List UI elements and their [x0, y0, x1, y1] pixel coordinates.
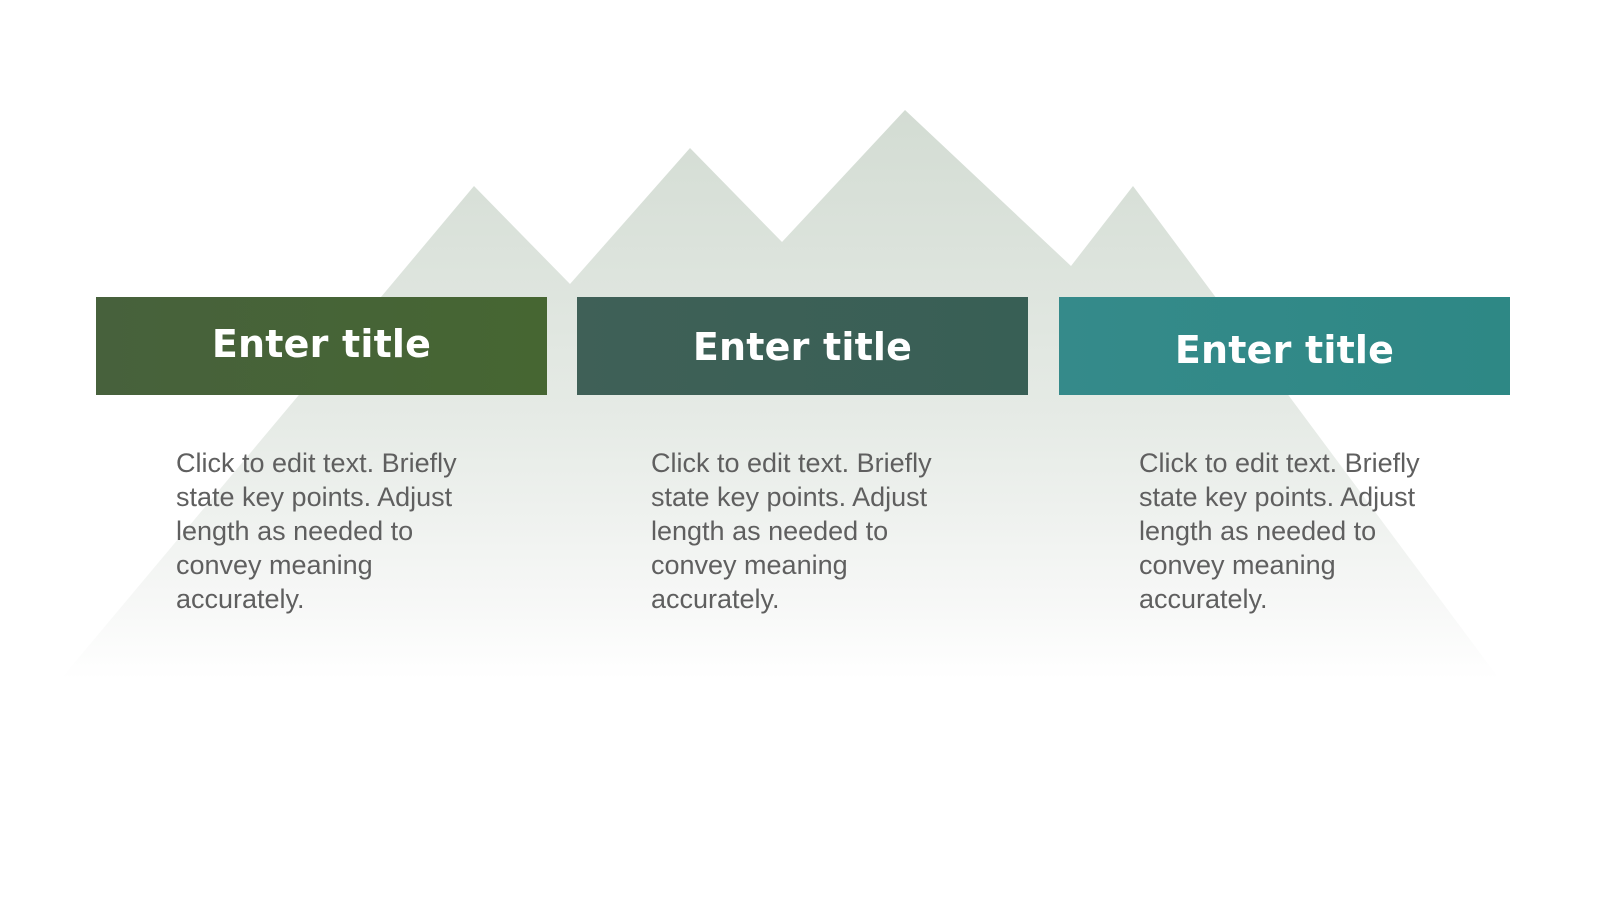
panel-2-body-text[interactable]: Click to edit text. Briefly state key po…	[651, 448, 932, 614]
mountain-silhouette	[60, 110, 1500, 680]
panel-1-title-bar[interactable]: Enter title	[96, 297, 547, 395]
panel-3-title-bar[interactable]: Enter title	[1059, 297, 1510, 395]
panel-1-body-text[interactable]: Click to edit text. Briefly state key po…	[176, 448, 457, 614]
panel-2-title-bar[interactable]: Enter title	[577, 297, 1028, 395]
panel-3-body-text[interactable]: Click to edit text. Briefly state key po…	[1139, 448, 1420, 614]
panel-3-title[interactable]: Enter title	[1174, 328, 1395, 372]
panel-1-title[interactable]: Enter title	[211, 322, 432, 366]
panel-2-title[interactable]: Enter title	[692, 325, 913, 369]
